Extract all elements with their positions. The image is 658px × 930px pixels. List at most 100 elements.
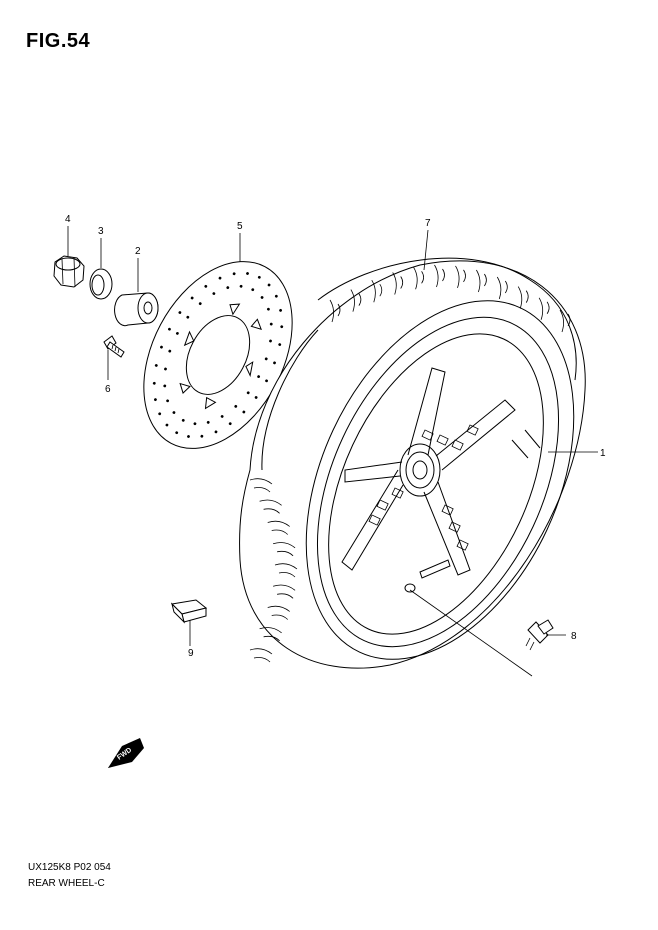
tread-mark	[517, 286, 529, 309]
disc-hole	[278, 343, 282, 346]
tire-part-7	[239, 257, 586, 669]
disc-hole	[246, 391, 250, 395]
disc-hole	[178, 311, 182, 314]
disc-hole	[234, 404, 238, 408]
disc-hole	[254, 396, 258, 399]
tread-mark	[476, 269, 487, 293]
tread-mark	[272, 542, 296, 557]
disc-hole	[242, 410, 246, 414]
disc-hole	[260, 296, 264, 299]
callout-1: 1	[600, 448, 606, 459]
callout-3: 3	[98, 226, 104, 237]
disc-hole	[273, 361, 276, 365]
disc-hole	[181, 418, 185, 422]
disc-hole	[186, 315, 190, 319]
spoke-pocket	[421, 429, 434, 441]
tread-mark	[559, 309, 571, 333]
callout-9: 9	[188, 648, 194, 659]
disc-hole	[218, 276, 222, 280]
spoke-pocket	[448, 521, 461, 533]
bolt-part-6	[103, 335, 125, 358]
spoke-pocket	[436, 434, 449, 446]
tread-mark	[267, 520, 290, 535]
tread-mark	[350, 289, 362, 312]
spoke-pocket	[466, 424, 479, 436]
tread-mark	[272, 584, 296, 599]
disc-hole	[279, 308, 282, 312]
disc-hole	[168, 349, 172, 353]
disc-hole	[187, 435, 190, 438]
disc-hole	[246, 272, 249, 275]
tread-mark	[413, 267, 424, 290]
disc-hole	[158, 412, 162, 416]
disc-hole	[154, 398, 157, 402]
disc-hole	[200, 434, 204, 438]
balance-weight-part-9	[170, 599, 208, 624]
disc-hole	[164, 367, 167, 371]
spoke-pocket	[391, 487, 404, 499]
callout-4: 4	[65, 214, 71, 225]
disc-hole	[193, 422, 197, 426]
footer-name: REAR WHEEL-C	[28, 878, 105, 889]
spoke-pocket	[456, 539, 469, 551]
tread-mark	[392, 272, 404, 295]
disc-hole	[267, 283, 271, 287]
disc-hole	[166, 399, 169, 403]
tread-mark	[249, 478, 273, 493]
tread-mark	[538, 297, 550, 320]
spoke-pocket	[368, 514, 381, 526]
figure-title: FIG.54	[26, 30, 91, 52]
disc-hole	[267, 307, 270, 311]
tread-mark	[249, 648, 273, 663]
leader-lines	[67, 226, 598, 677]
disc-hole	[160, 345, 163, 349]
disc-hole	[251, 288, 255, 292]
spoke-pocket	[441, 504, 454, 516]
tread-mark	[259, 627, 282, 642]
callout-7: 7	[425, 218, 431, 229]
disc-hole	[239, 284, 243, 288]
tread-mark	[371, 279, 383, 303]
disc-hole	[212, 292, 216, 295]
disc-hole	[220, 415, 224, 418]
tread-mark	[274, 563, 298, 578]
washer-part-3	[89, 268, 113, 300]
disc-hole	[175, 332, 179, 335]
callout-2: 2	[135, 246, 141, 257]
tread-mark	[259, 499, 282, 514]
disc-hole	[190, 296, 194, 300]
nut-part-4	[53, 255, 85, 288]
disc-hole	[168, 327, 171, 331]
disc-hole	[257, 375, 261, 378]
callout-5: 5	[237, 221, 243, 232]
spoke-pocket	[376, 499, 389, 511]
disc-hole	[228, 422, 232, 426]
forward-arrow-icon: FWD	[108, 738, 144, 768]
callout-labels: 1 2 3 4 5 6 7 8 9	[65, 214, 606, 659]
tread-mark	[267, 605, 290, 620]
disc-hole	[274, 294, 278, 298]
disc-hole	[163, 384, 167, 388]
disc-hole	[269, 322, 273, 326]
disc-hole	[206, 420, 210, 424]
disc-hole	[175, 431, 179, 435]
disc-hole	[204, 284, 208, 288]
disc-hole	[152, 381, 156, 385]
callout-6: 6	[105, 384, 111, 395]
tread-mark	[329, 299, 341, 323]
disc-hole	[154, 364, 158, 367]
footer-code: UX125K8 P02 054	[28, 862, 111, 873]
disc-hole	[280, 325, 284, 329]
bushing-part-2	[114, 292, 159, 327]
disc-hole	[172, 411, 176, 414]
spoke-pocket	[451, 439, 464, 451]
disc-hole	[165, 423, 169, 427]
disc-hole	[257, 275, 261, 279]
disc-hole	[214, 430, 218, 434]
tread-mark	[434, 264, 445, 288]
callout-8: 8	[571, 631, 577, 642]
disc-hole	[198, 302, 202, 306]
disc-hole	[232, 272, 236, 276]
disc-hole	[265, 379, 268, 383]
